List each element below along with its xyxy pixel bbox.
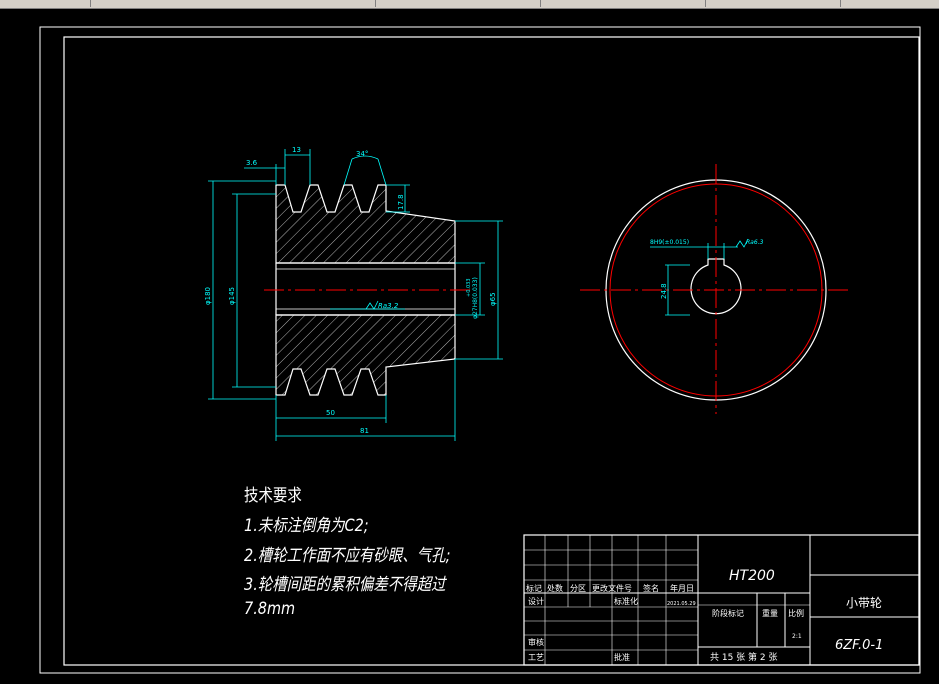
cad-drawing: 3.6 13 34° 17.8 φ180 φ145 φ65 φ27H8(0.03… (39, 26, 921, 674)
tb-date: 2021.05.29 (667, 601, 696, 607)
tech-req-title: 技术要求 (244, 486, 302, 506)
dim-width-81: 81 (360, 427, 369, 435)
tb-standard: 标准化 (614, 596, 638, 606)
tb-stage: 阶段标记 (712, 608, 744, 618)
dim-inner-dia: φ145 (228, 287, 236, 305)
dim-groove-angle: 34° (356, 150, 368, 158)
tb-sheets: 共 15 张 第 2 张 (710, 651, 777, 663)
outer-frame (39, 26, 921, 674)
dim-bore-dia: φ27H8(0.033) (472, 277, 479, 319)
tb-scale-label: 比例 (788, 608, 804, 618)
inner-frame (63, 36, 920, 666)
toolbar-segment[interactable] (540, 0, 706, 7)
tb-approve: 批准 (614, 652, 630, 662)
section-lower-hatch (275, 314, 456, 396)
dim-outer-dia: φ180 (204, 287, 212, 305)
drawing-canvas[interactable]: 3.6 13 34° 17.8 φ180 φ145 φ65 φ27H8(0.03… (0, 9, 939, 680)
toolbar-segment[interactable] (90, 0, 376, 7)
tb-header-5: 年月日 (670, 583, 694, 593)
front-dimensions (650, 238, 749, 316)
tech-req-item-2: 2.槽轮工作面不应有砂眼、气孔; (244, 546, 451, 566)
dim-key-depth: 24.8 (660, 283, 668, 299)
toolbar-segment[interactable] (375, 0, 541, 7)
tech-req-item-4: 7.8mm (244, 599, 296, 619)
section-dimensions (208, 149, 503, 441)
tech-req-item-3: 3.轮槽间距的累积偏差不得超过 (244, 575, 446, 595)
tb-drawing-no: 6ZF.0-1 (835, 638, 883, 653)
pulley-front-view (580, 164, 852, 414)
title-block (523, 534, 920, 666)
dim-bore-tol: +0.033 (466, 278, 472, 297)
tb-header-2: 分区 (570, 584, 586, 593)
tb-scale-value: 2:1 (792, 633, 802, 640)
dim-groove-top: 3.6 (246, 159, 258, 167)
tb-part-name: 小带轮 (846, 596, 882, 610)
tb-material: HT200 (729, 568, 775, 584)
tech-req-item-1: 1.未标注倒角为C2; (244, 516, 369, 536)
tb-review: 审核 (528, 637, 544, 647)
tb-design: 设计 (528, 596, 544, 606)
dim-groove-depth: 17.8 (397, 194, 405, 210)
toolbar-segment[interactable] (705, 0, 841, 7)
toolbar-segment[interactable] (840, 0, 939, 7)
pulley-section-view (264, 184, 470, 396)
tb-header-0: 标记 (526, 583, 542, 593)
toolbar-segment[interactable] (0, 0, 91, 7)
window-toolbar-strip (0, 0, 939, 9)
dim-width-50: 50 (326, 409, 335, 417)
roughness-bore: Ra3.2 (378, 302, 399, 310)
tb-header-4: 签名 (643, 583, 659, 593)
dim-groove-pitch: 13 (292, 146, 301, 154)
tb-weight: 重量 (762, 608, 778, 618)
dim-key-width: 8H9(±0.015) (650, 239, 689, 246)
tb-process: 工艺 (528, 653, 544, 662)
tb-header-3: 更改文件号 (592, 583, 632, 593)
tb-header-1: 处数 (547, 583, 563, 593)
section-upper-hatch (275, 184, 456, 264)
roughness-key: Ra6.3 (746, 239, 764, 246)
dim-hub-dia: φ65 (489, 292, 497, 306)
